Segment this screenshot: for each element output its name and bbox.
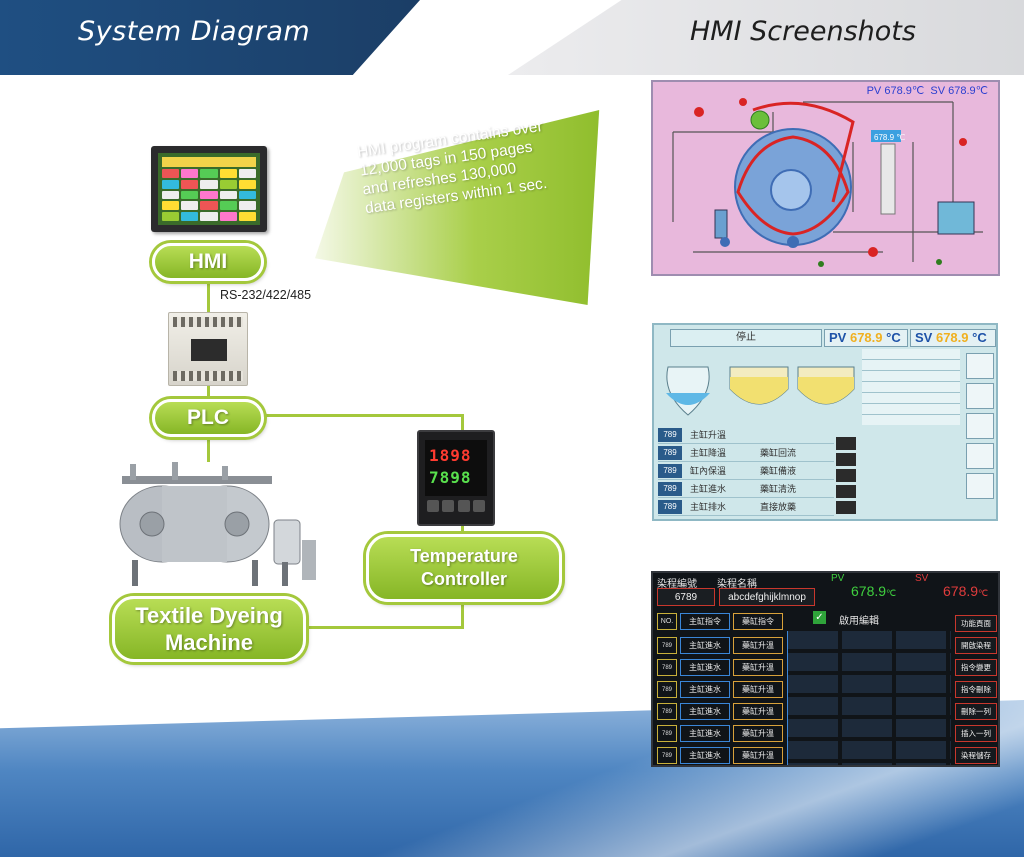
plc-device-image — [168, 312, 248, 386]
wire-to-controller — [461, 414, 464, 434]
hmi-screenshots-title: HMI Screenshots — [690, 16, 916, 47]
temperature-controller-label-line1: Temperature — [410, 546, 518, 566]
temperature-controller-image: 1898 7898 — [417, 430, 495, 526]
plc-label: PLC — [187, 406, 229, 429]
s3-pv-label: PV — [831, 573, 845, 584]
wire-plc-machine — [207, 432, 210, 462]
temperature-controller-label-line2: Controller — [420, 569, 507, 589]
hmi-screenshot-process: PV 678.9℃ SV 678.9℃ 678.9 ℃ — [651, 80, 1000, 276]
machine-label-line2: Machine — [164, 630, 254, 655]
save-recipe-button[interactable]: 染程儲存 — [955, 747, 997, 764]
change-command-button[interactable]: 指令變更 — [955, 659, 997, 676]
s2-scroll-buttons — [836, 437, 856, 517]
table-header: NO. 主缸指令 藥缸指令 — [657, 613, 893, 630]
controller-pv-display: 1898 — [429, 446, 472, 465]
hmi-screenshot-recipe: 染程編號 染程名稱 PV SV 678.9℃ 678.9℃ 6789 abcde… — [651, 571, 1000, 767]
dyeing-machine-image — [119, 462, 316, 586]
recipe-name-label: 染程名稱 — [717, 579, 757, 590]
system-diagram-title: System Diagram — [78, 16, 311, 47]
recipe-name-field[interactable]: abcdefghijklmnop — [719, 588, 815, 606]
s2-side-nav — [966, 353, 994, 517]
wire-hmi-plc-bottom — [207, 386, 210, 400]
process-diagram: 678.9 ℃ — [672, 98, 983, 267]
s3-sv-value: 678.9℃ — [943, 583, 989, 599]
s2-tanks — [666, 366, 855, 416]
controller-sv-display: 7898 — [429, 468, 472, 487]
hmi-device-image — [151, 146, 267, 232]
dyeing-machine-pill: Textile Dyeing Machine — [112, 596, 306, 662]
s2-param-table — [862, 349, 960, 425]
s1-readout: PV 678.9℃ SV 678.9℃ — [866, 85, 988, 97]
s3-pv-value: 678.9℃ — [851, 583, 897, 599]
rs-link-label: RS-232/422/485 — [220, 288, 312, 302]
s2-status: 停止 — [670, 329, 822, 347]
wire-controller-machine-h — [305, 626, 464, 629]
machine-label-line1: Textile Dyeing — [135, 603, 283, 628]
header-left-banner: System Diagram — [0, 0, 420, 75]
header-right-banner: HMI Screenshots — [508, 0, 1024, 75]
s3-param-grid — [787, 631, 951, 765]
hmi-label: HMI — [188, 250, 228, 273]
wire-controller-down — [461, 526, 464, 536]
s2-sv-readout: SV 678.9 °C — [910, 329, 996, 347]
insert-row-button[interactable]: 插入一列 — [955, 725, 997, 742]
delete-row-button[interactable]: 刪除一列 — [955, 703, 997, 720]
gauge-readout: 678.9 ℃ — [874, 133, 905, 142]
enable-edit-checkbox[interactable]: ✓ — [813, 611, 826, 624]
s3-sv-label: SV — [915, 573, 929, 584]
enable-edit-label: 啟用編輯 — [839, 616, 879, 627]
recipe-no-field[interactable]: 6789 — [657, 588, 715, 606]
s2-pv-readout: PV 678.9 °C — [824, 329, 908, 347]
wire-controller-machine-v — [461, 600, 464, 628]
function-page-button[interactable]: 功能頁面 — [955, 615, 997, 632]
temperature-controller-pill: Temperature Controller — [366, 534, 562, 602]
plc-label-pill: PLC — [152, 399, 264, 437]
hmi-label-pill: HMI — [152, 243, 264, 281]
wire-plc-right — [263, 414, 463, 417]
open-recipe-button[interactable]: 開啟染程 — [955, 637, 997, 654]
wire-hmi-plc-top — [207, 280, 210, 312]
delete-command-button[interactable]: 指令刪除 — [955, 681, 997, 698]
recipe-no-label: 染程編號 — [657, 579, 697, 590]
